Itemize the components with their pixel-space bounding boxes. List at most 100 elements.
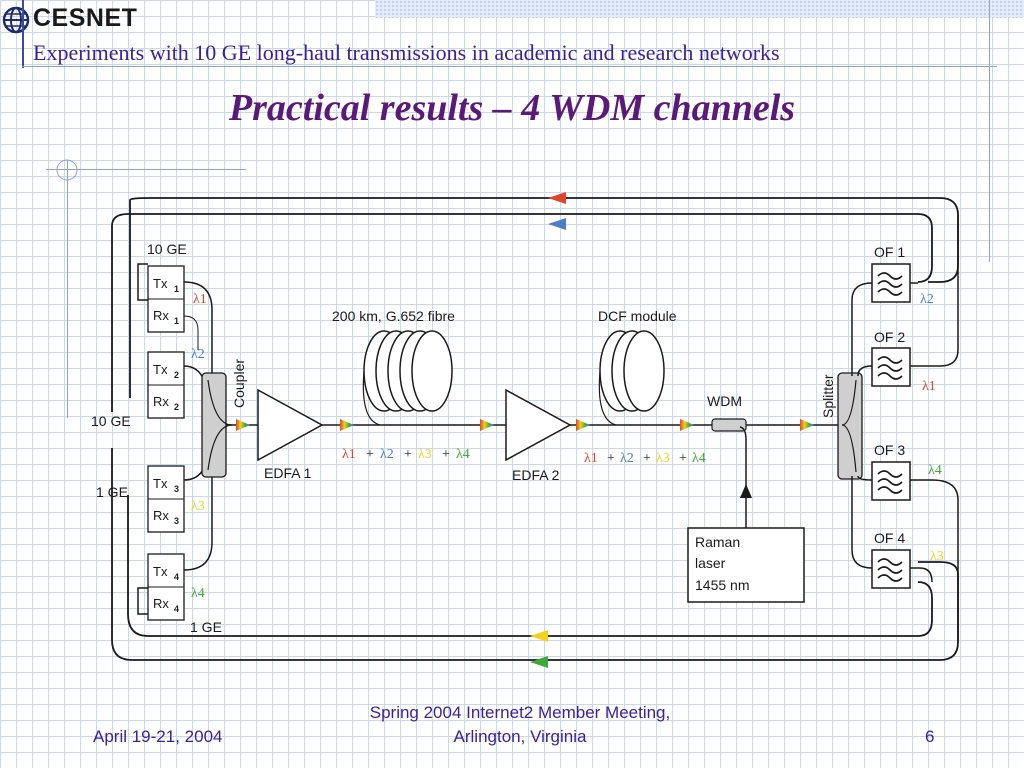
bracket-port1 <box>137 263 148 301</box>
signal-arrow-1 <box>236 419 250 431</box>
of1-lambda2: λ2 <box>920 292 934 307</box>
fibre-spool <box>363 330 453 412</box>
port4-tx-sub: 4 <box>174 572 179 582</box>
sum2-plus2: + <box>643 451 651 466</box>
edfa1-amplifier <box>257 388 324 462</box>
edfa2-label: EDFA 2 <box>512 467 560 483</box>
port4-tx: Tx <box>153 564 168 579</box>
slide-title: Practical results – 4 WDM channels <box>228 87 796 129</box>
bracket-port4 <box>137 587 148 615</box>
sum1-l2: λ2 <box>380 447 394 462</box>
label-1ge-bottom: 1 GE <box>190 619 222 635</box>
footer-date: April 19-21, 2004 <box>93 727 223 746</box>
sum2-l1: λ1 <box>584 451 598 466</box>
port3-rx-sub: 3 <box>174 516 179 526</box>
signal-arrow-4 <box>576 419 590 431</box>
wdm-label: WDM <box>707 393 742 409</box>
of2-lambda1: λ1 <box>922 379 936 394</box>
port3-tx-sub: 3 <box>174 484 179 494</box>
sum1-plus2: + <box>404 447 412 462</box>
sum2-l2: λ2 <box>620 451 634 466</box>
signal-arrow-6 <box>800 419 814 431</box>
sum-label-2: λ1 + λ2 + λ3 + λ4 <box>584 451 706 466</box>
dcf-label: DCF module <box>598 308 677 324</box>
decor-vline-left2 <box>67 160 68 418</box>
sum2-plus3: + <box>679 451 687 466</box>
sum1-l3: λ3 <box>418 447 432 462</box>
raman-line2: laser <box>695 555 726 571</box>
of4-label: OF 4 <box>874 530 905 546</box>
of4-filter <box>871 549 911 589</box>
raman-arrow <box>740 484 752 498</box>
decor-hline-top <box>22 66 997 67</box>
of3-label: OF 3 <box>874 442 905 458</box>
of2-label: OF 2 <box>874 329 905 345</box>
sum2-l4: λ4 <box>692 451 706 466</box>
port1-rx: Rx <box>153 308 169 323</box>
of4-lambda3: λ3 <box>930 549 944 564</box>
header-band <box>375 0 1024 18</box>
of3-lambda4: λ4 <box>928 463 942 478</box>
sum-label-1: λ1 + λ2 + λ3 + λ4 <box>342 447 470 462</box>
return-loop-inner-top <box>111 213 933 412</box>
footer-meeting-line2: Arlington, Virginia <box>453 727 587 746</box>
return-loop-outer-top <box>129 197 959 398</box>
port3-tx: Tx <box>153 476 168 491</box>
port2-lambda2: λ2 <box>191 347 205 362</box>
sum1-plus3: + <box>442 447 450 462</box>
raman-line1: Raman <box>695 534 740 550</box>
port2-rx: Rx <box>153 394 169 409</box>
label-10ge-left: 10 GE <box>91 413 131 429</box>
edfa2-amplifier <box>505 388 572 462</box>
wdm-coupler <box>711 418 747 432</box>
return-arrow-blue <box>548 218 566 230</box>
globe-icon <box>2 6 30 34</box>
port2-tx: Tx <box>153 362 168 377</box>
port1-tx: Tx <box>153 276 168 291</box>
coupler <box>201 372 227 478</box>
sum1-l1: λ1 <box>342 447 356 462</box>
port1-tx-sub: 1 <box>174 284 179 294</box>
signal-arrow-5 <box>680 419 694 431</box>
decor-vline-left <box>22 0 24 68</box>
dcf-spool <box>599 330 665 412</box>
footer-meeting: Spring 2004 Internet2 Member Meeting, Ar… <box>300 701 740 749</box>
port4-rx-sub: 4 <box>174 604 179 614</box>
raman-line3: 1455 nm <box>695 577 749 593</box>
cesnet-logo: CESNET <box>0 2 160 42</box>
port2-tx-sub: 2 <box>174 370 179 380</box>
port4-rx: Rx <box>153 596 169 611</box>
signal-arrow-2 <box>340 419 354 431</box>
footer-meeting-line1: Spring 2004 Internet2 Member Meeting, <box>369 703 671 722</box>
raman-laser-box <box>687 527 805 603</box>
of1-label: OF 1 <box>874 244 905 260</box>
signal-arrow-3 <box>480 419 494 431</box>
label-1ge-left: 1 GE <box>96 484 128 500</box>
decor-vline-right <box>989 0 990 262</box>
decor-circle <box>56 159 78 181</box>
sum2-plus1: + <box>607 451 615 466</box>
sum1-plus1: + <box>366 447 374 462</box>
splitter <box>837 372 863 480</box>
sum2-l3: λ3 <box>656 451 670 466</box>
port1-rx-sub: 1 <box>174 316 179 326</box>
of3-filter <box>871 461 911 501</box>
presentation-subtitle: Experiments with 10 GE long-haul transmi… <box>33 40 780 65</box>
decor-hline-mid <box>46 169 246 170</box>
splitter-label: Splitter <box>820 374 836 418</box>
return-loop-inner-bottom <box>111 448 959 661</box>
port3-lambda3: λ3 <box>191 499 205 514</box>
port2-rx-sub: 2 <box>174 402 179 412</box>
edfa1-label: EDFA 1 <box>264 465 312 481</box>
coupler-label: Coupler <box>231 359 247 408</box>
of2-filter <box>871 347 911 387</box>
sum1-l4: λ4 <box>456 447 470 462</box>
fibre-label: 200 km, G.652 fibre <box>332 308 455 324</box>
return-arrow-green <box>530 656 548 668</box>
of1-filter <box>871 263 911 303</box>
label-10ge-top: 10 GE <box>147 241 187 257</box>
port3-rx: Rx <box>153 508 169 523</box>
return-arrow-red <box>548 192 566 204</box>
return-loop-outer-bottom <box>127 495 933 637</box>
